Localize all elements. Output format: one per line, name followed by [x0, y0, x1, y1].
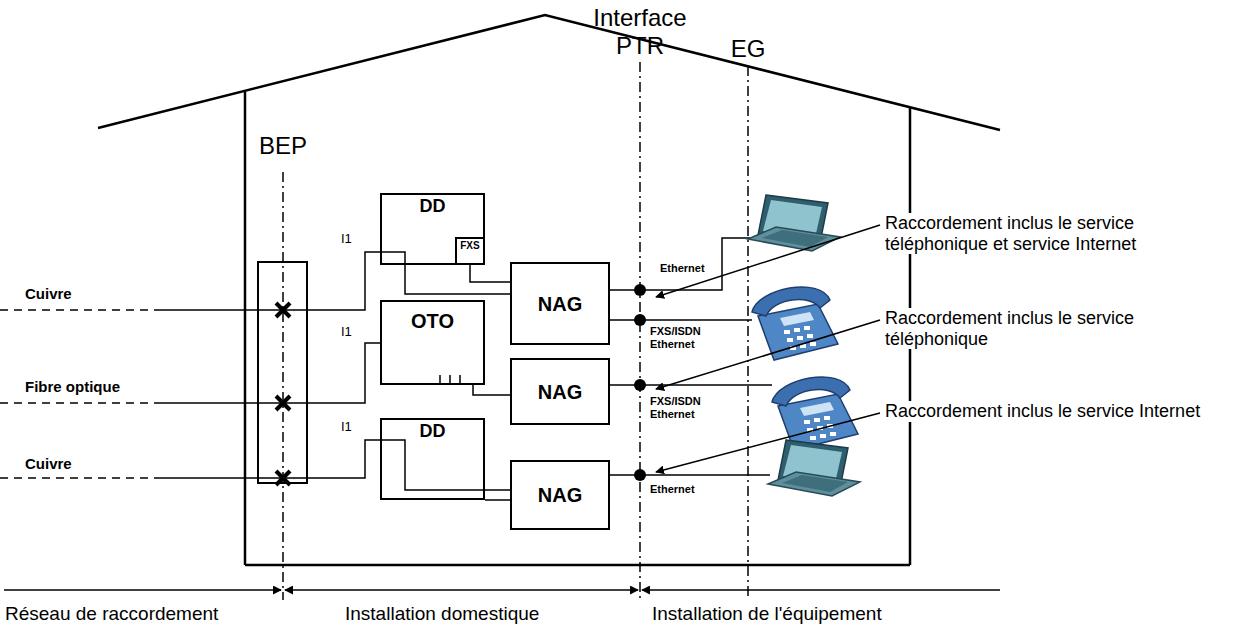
- connector-wire: [473, 385, 510, 395]
- port-name: Ethernet: [660, 262, 705, 275]
- box-title: NAG: [538, 381, 582, 403]
- span-name: Réseau de raccordement: [5, 603, 218, 625]
- medium-name: Cuivre: [25, 455, 72, 472]
- box-title: DD: [420, 422, 446, 442]
- ptr-dot: [634, 284, 646, 481]
- box-title: DD: [420, 197, 446, 217]
- nag-box: NAG: [510, 460, 610, 530]
- access-line: [0, 310, 283, 478]
- callout-text: Raccordement inclus le service téléphoni…: [885, 308, 1220, 349]
- nag-box: NAG: [510, 358, 610, 425]
- boundary-name: Interface PTR: [580, 4, 700, 59]
- span-name: Installation de l'équipement: [652, 603, 882, 625]
- interface-name: I1: [341, 325, 352, 340]
- box-title: OTO: [411, 310, 454, 332]
- callout-text: Raccordement inclus le service Internet: [885, 401, 1220, 422]
- port-name: FXS/ISDN Ethernet: [650, 325, 722, 350]
- medium-name: Cuivre: [25, 285, 72, 302]
- box-title: FXS: [460, 240, 479, 251]
- span-arrow: [4, 589, 1000, 591]
- dd-box: DD FXS: [380, 193, 485, 265]
- internal-wire: [283, 252, 510, 500]
- boundary-line: [283, 62, 748, 600]
- span-name: Installation domestique: [345, 603, 539, 625]
- connector-wire: [470, 265, 510, 282]
- medium-name: Fibre optique: [25, 378, 120, 395]
- laptop-icon: [768, 440, 860, 496]
- box-title: NAG: [538, 484, 582, 506]
- ptr-wire: [610, 238, 772, 475]
- phone-icon: [772, 377, 858, 450]
- nag-box: NAG: [510, 262, 610, 345]
- house-outline: [98, 15, 1000, 565]
- cross-mark: [276, 303, 290, 485]
- connector-wire: [405, 265, 510, 294]
- bep-box: [258, 262, 307, 483]
- interface-name: I1: [341, 420, 352, 435]
- dd-box: DD: [380, 418, 485, 500]
- callout-text: Raccordement inclus le service téléphoni…: [885, 213, 1220, 254]
- fxs-port-box: FXS: [455, 237, 485, 265]
- connector-wire: [485, 489, 510, 491]
- port-name: FXS/ISDN Ethernet: [650, 395, 722, 420]
- boundary-name: BEP: [243, 132, 323, 160]
- oto-box: OTO: [380, 300, 485, 385]
- interface-name: I1: [341, 232, 352, 247]
- box-title: NAG: [538, 293, 582, 315]
- boundary-name: EG: [708, 35, 788, 63]
- port-name: Ethernet: [650, 483, 695, 496]
- phone-icon: [752, 287, 838, 360]
